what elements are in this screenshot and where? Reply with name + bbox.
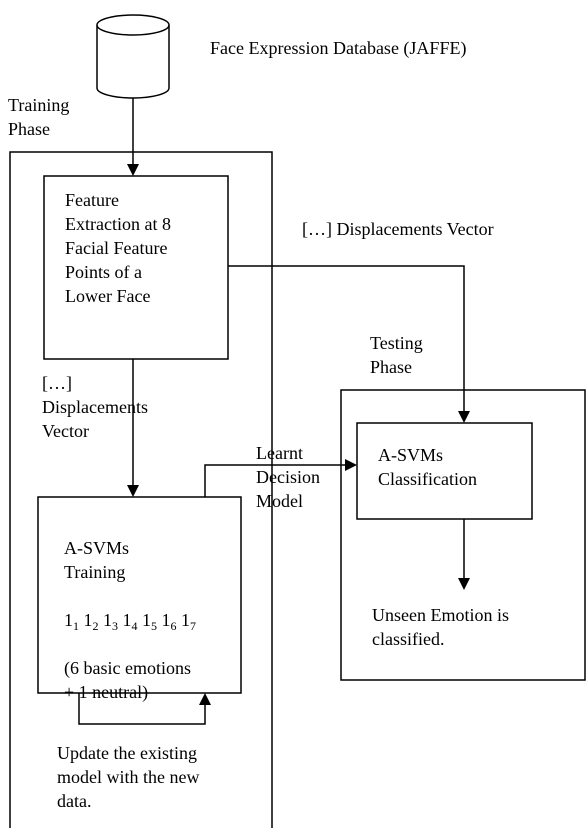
displacement-vector-left-label: […] Displacements Vector [42,373,148,441]
training-phase-label: Training Phase [8,95,70,139]
emotion-label-7: 17 [181,610,196,633]
emotion-label-2: 12 [83,610,99,633]
result-label: Unseen Emotion is classified. [372,605,509,649]
update-note: Update the existing model with the new d… [57,743,200,811]
training-box-title: A-SVMs Training [64,538,130,582]
arrow-update-loop [78,693,211,725]
emotion-label-1: 11 [64,610,79,633]
arrow-training-to-classification [204,459,357,497]
database-label: Face Expression Database (JAFFE) [210,38,467,58]
classification-box-border [356,422,533,520]
emotion-label-6: 16 [161,610,177,633]
classification-box: A-SVMs Classification [378,445,477,489]
training-box-note: (6 basic emotions + 1 neutral) [64,658,191,702]
training-phase-frame [9,151,273,828]
arrow-extraction-to-classification [228,265,470,423]
feature-extraction-box: Feature Extraction at 8 Facial Feature P… [65,190,171,306]
emotion-label-4: 14 [122,610,138,633]
emotion-label-5: 15 [142,610,157,633]
emotion-labels: 11 12 13 14 15 16 17 [64,608,240,632]
displacement-vector-top-label: […] Displacements Vector [302,219,494,239]
testing-phase-frame [340,389,586,681]
emotion-label-3: 13 [103,610,118,633]
testing-phase-label: Testing Phase [370,333,423,377]
training-box: A-SVMs Training 11 12 13 14 15 16 17 (6 … [64,512,240,728]
database-cylinder-icon [96,14,170,99]
training-box-border [37,496,242,694]
learnt-decision-model-label: Learnt Decision Model [256,443,320,511]
feature-extraction-box-border [43,175,229,360]
